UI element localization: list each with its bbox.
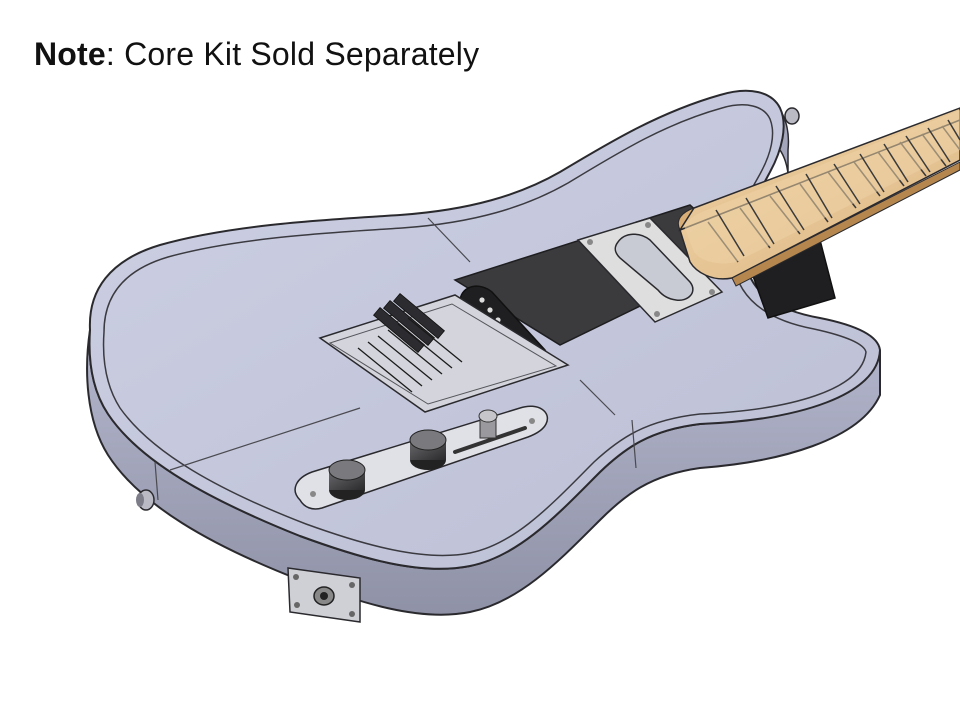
strap-button-icon <box>784 107 800 125</box>
note-separator: : <box>105 36 116 72</box>
bridge-saddles-icon <box>318 292 570 413</box>
volume-knob-icon <box>328 459 366 500</box>
note-text: Core Kit Sold Separately <box>115 36 480 72</box>
fretboard-icon <box>677 107 960 287</box>
note-caption: Note: Core Kit Sold Separately <box>34 36 479 73</box>
tone-knob-icon <box>409 429 447 470</box>
strap-button-icon <box>136 489 155 511</box>
note-label: Note <box>34 36 106 72</box>
output-jack-icon <box>287 567 361 623</box>
selector-switch-icon <box>478 409 498 439</box>
neck-pickup-icon <box>576 217 724 323</box>
